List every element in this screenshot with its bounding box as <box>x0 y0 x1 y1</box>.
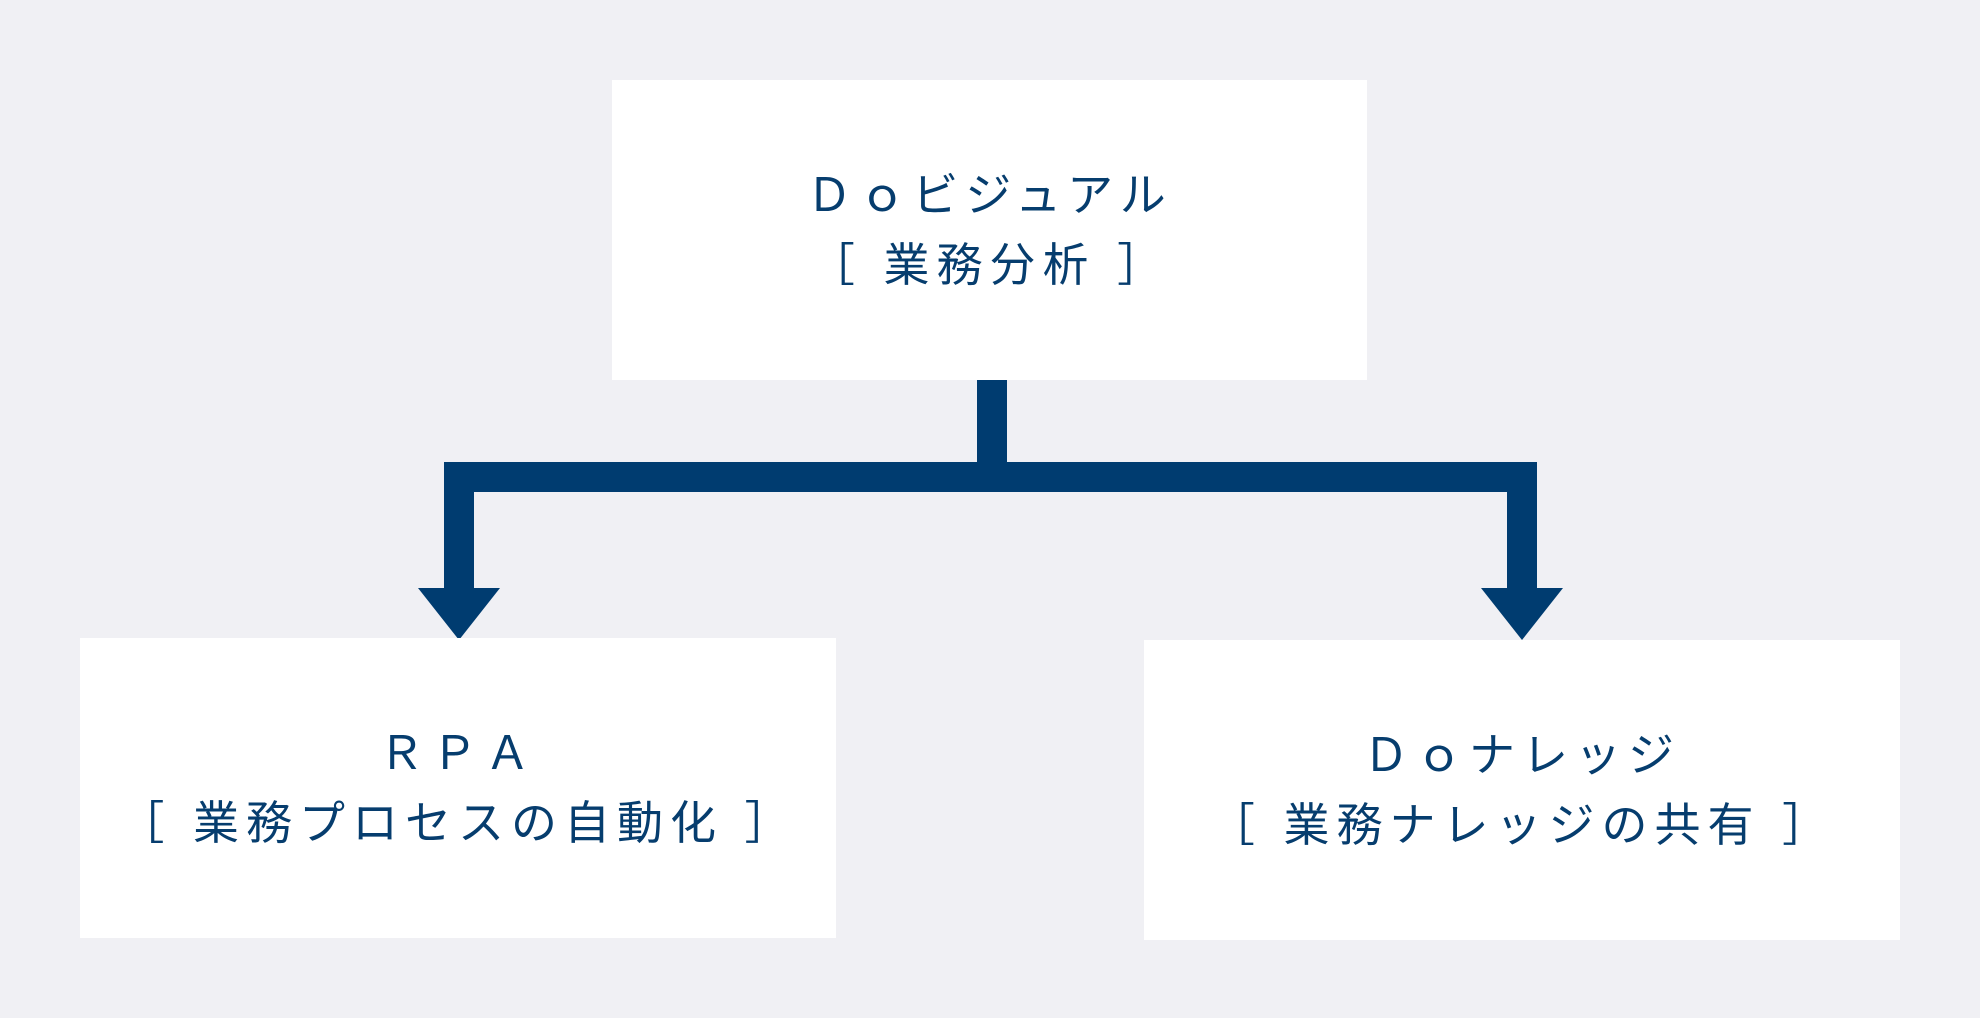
node-do-knowledge: Ｄｏナレッジ ［ 業務ナレッジの共有 ］ <box>1144 640 1900 940</box>
connector-left-drop <box>444 462 474 590</box>
arrowhead-left <box>418 588 500 640</box>
node-do-knowledge-subtitle: ［ 業務ナレッジの共有 ］ <box>1208 798 1836 852</box>
node-do-visual: Ｄｏビジュアル ［ 業務分析 ］ <box>612 80 1367 380</box>
arrowhead-right <box>1481 588 1563 640</box>
node-do-knowledge-title: Ｄｏナレッジ <box>1363 728 1681 782</box>
node-do-visual-subtitle: ［ 業務分析 ］ <box>808 238 1171 292</box>
connector-stem <box>977 380 1007 470</box>
node-rpa: ＲＰＡ ［ 業務プロセスの自動化 ］ <box>80 638 836 938</box>
node-rpa-title: ＲＰＡ <box>378 726 538 780</box>
node-rpa-subtitle: ［ 業務プロセスの自動化 ］ <box>118 796 798 850</box>
node-do-visual-title: Ｄｏビジュアル <box>806 168 1173 222</box>
connector-right-drop <box>1507 462 1537 590</box>
connector-horizontal-bar <box>444 462 1537 492</box>
